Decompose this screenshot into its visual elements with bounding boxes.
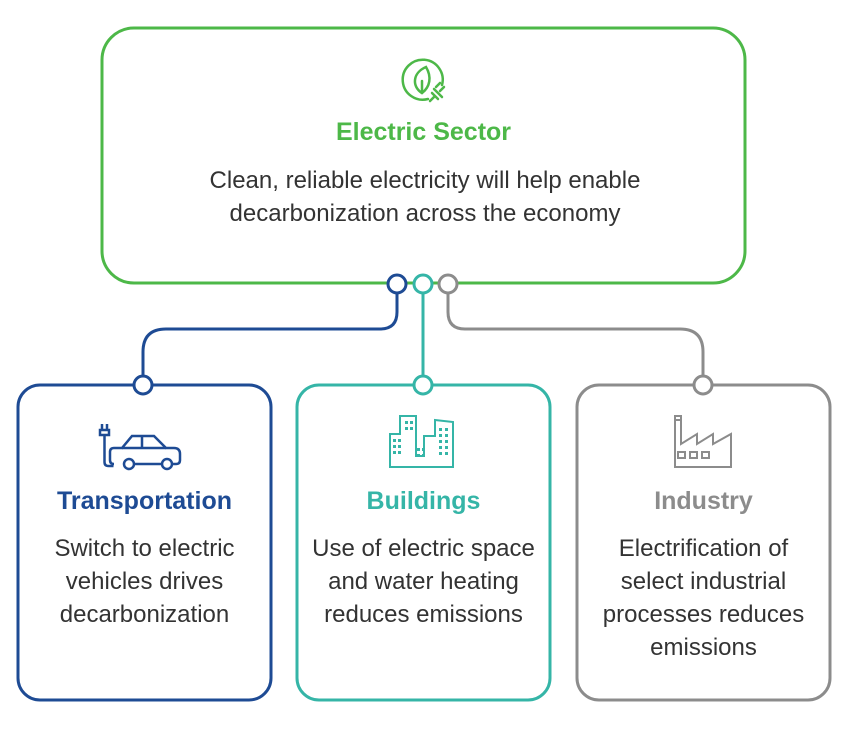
- transportation-connector: [141, 293, 399, 376]
- connector-node: [437, 273, 459, 295]
- factory-icon: [674, 415, 732, 468]
- electric-sector-description: Clean, reliable electricity will help en…: [209, 167, 641, 227]
- buildings-icon: [389, 415, 454, 468]
- leaf-plug-icon: [401, 58, 446, 103]
- connector-node: [412, 374, 434, 396]
- industry-title: Industry: [654, 487, 753, 515]
- buildings-description: Use of electric space and water heating …: [312, 535, 535, 628]
- connector-node: [386, 273, 408, 295]
- electric-car-icon: [98, 424, 182, 471]
- transportation-title: Transportation: [56, 487, 232, 515]
- industry-connector: [446, 293, 705, 376]
- connector-node: [132, 374, 154, 396]
- industry-description: Electrification of select industrial pro…: [602, 535, 805, 661]
- transportation-description: Switch to electric vehicles drives decar…: [54, 535, 235, 628]
- electric-sector-title: Electric Sector: [335, 118, 512, 146]
- connector-node: [412, 273, 434, 295]
- connector-node: [692, 374, 714, 396]
- buildings-title: Buildings: [366, 487, 481, 515]
